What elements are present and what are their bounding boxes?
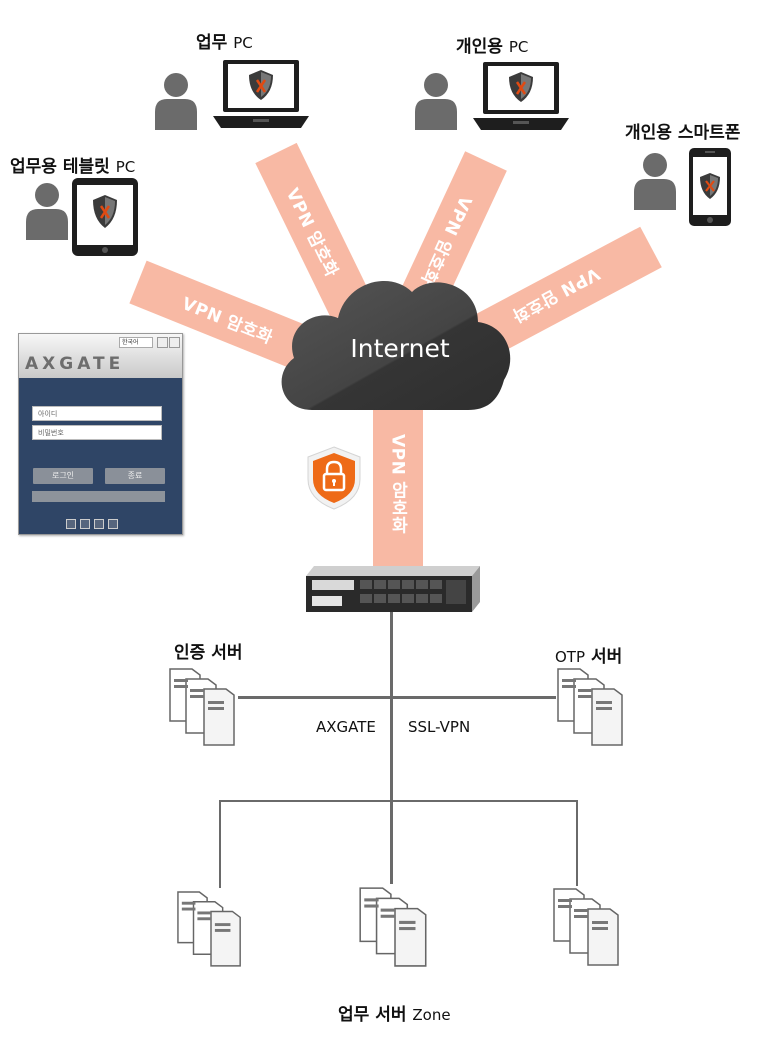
zone-server-icon-center <box>359 887 427 967</box>
exit-button[interactable]: 종료 <box>105 468 165 484</box>
zone-server-icon-left <box>177 891 241 967</box>
axgate-appliance-icon <box>306 566 480 612</box>
login-status-bar <box>32 491 165 502</box>
personal-pc-laptop-icon <box>473 62 569 130</box>
otp-server-label-ko: 서버 <box>590 647 623 667</box>
work-pc-title: 업무 PC <box>196 28 253 53</box>
ssl-vpn-login-window: 한국어 AXGATE 아이디 비밀번호 로그인 종료 <box>18 333 183 535</box>
work-pc-laptop-icon <box>213 60 309 128</box>
server-bus-line <box>238 696 556 699</box>
work-pc-user-icon <box>155 73 197 130</box>
personal-pc-user-icon <box>415 73 457 130</box>
zone-bus-line <box>219 800 578 802</box>
work-tablet-icon <box>72 178 138 256</box>
personal-phone-user-icon <box>634 153 676 210</box>
otp-server-label: OTP 서버 <box>555 642 622 667</box>
footer-icon-3[interactable] <box>94 519 104 529</box>
personal-phone-title: 개인용 스마트폰 <box>625 118 740 143</box>
auth-server-label: 인증 서버 <box>174 643 243 663</box>
internet-cloud-icon <box>281 280 511 410</box>
work-tablet-label-ko: 업무용 테블릿 <box>10 157 110 177</box>
work-tablet-label-en: PC <box>115 158 136 176</box>
footer-icon-4[interactable] <box>108 519 118 529</box>
auth-server-icon <box>169 668 235 746</box>
personal-phone-icon <box>689 148 731 226</box>
zone-drop-left <box>219 800 221 888</box>
lock-shield-icon <box>307 446 361 510</box>
work-tablet-title: 업무용 테블릿 PC <box>10 152 135 177</box>
zone-label-en: Zone <box>412 1006 451 1024</box>
zone-drop-right <box>576 800 578 886</box>
otp-server-icon <box>557 668 623 746</box>
personal-pc-title: 개인용 PC <box>456 32 528 57</box>
internet-label: Internet <box>350 334 450 363</box>
work-pc-label-ko: 업무 <box>196 33 228 53</box>
personal-phone-label-ko: 개인용 스마트폰 <box>625 123 741 143</box>
vpn-beam-gateway-label: VPN 암호화 <box>387 433 408 535</box>
footer-icon-1[interactable] <box>66 519 76 529</box>
language-select[interactable]: 한국어 <box>119 337 153 348</box>
work-pc-label-en: PC <box>233 34 253 52</box>
footer-icon-2[interactable] <box>80 519 90 529</box>
login-header-icon-2[interactable] <box>169 337 180 348</box>
login-password-field[interactable]: 비밀번호 <box>32 425 162 440</box>
login-header-icon-1[interactable] <box>157 337 168 348</box>
appliance-label-left: AXGATE <box>316 718 376 736</box>
login-window-header: 한국어 AXGATE <box>19 334 182 378</box>
login-button[interactable]: 로그인 <box>33 468 93 484</box>
axgate-logo: AXGATE <box>25 354 125 374</box>
zone-server-icon-right <box>553 888 619 966</box>
login-id-field[interactable]: 아이디 <box>32 406 162 421</box>
zone-label: 업무 서버 Zone <box>338 1000 451 1025</box>
personal-pc-label-ko: 개인용 <box>456 37 503 57</box>
uplink-line <box>390 612 393 884</box>
personal-pc-label-en: PC <box>508 38 529 56</box>
work-tablet-user-icon <box>26 183 68 240</box>
appliance-label-right: SSL-VPN <box>408 718 471 736</box>
otp-server-label-en: OTP <box>555 648 586 666</box>
zone-label-ko: 업무 서버 <box>338 1005 407 1025</box>
vpn-beam-gateway: VPN 암호화 <box>373 398 423 570</box>
